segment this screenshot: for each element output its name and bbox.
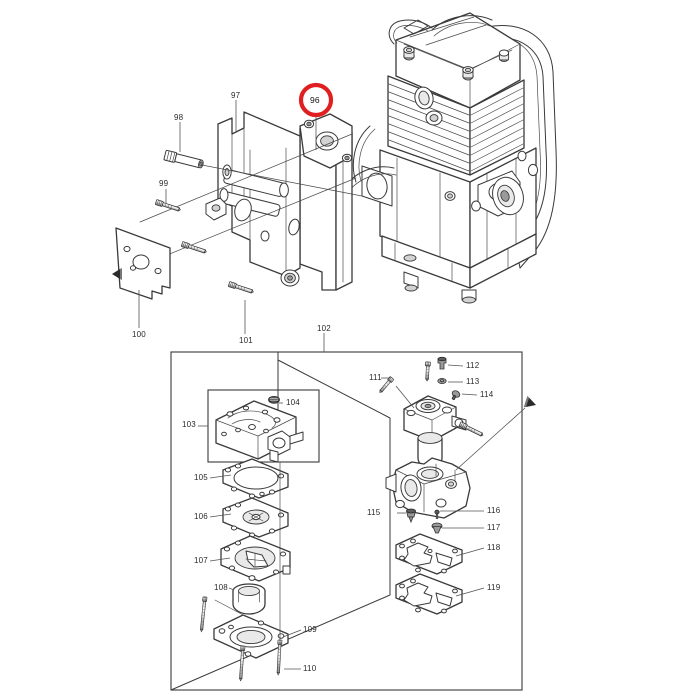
callout-label-108[interactable]: 108 bbox=[214, 583, 228, 592]
callout-label-102[interactable]: 102 bbox=[317, 324, 331, 333]
callout-label-117[interactable]: 117 bbox=[487, 523, 501, 532]
mount-plate-109 bbox=[213, 614, 289, 659]
callout-label-103[interactable]: 103 bbox=[182, 420, 196, 429]
intake-manifold-illustration bbox=[139, 111, 363, 291]
pump-body-107 bbox=[220, 535, 291, 582]
leader-lines bbox=[138, 100, 526, 670]
callout-label-118[interactable]: 118 bbox=[487, 543, 501, 552]
callout-label-112[interactable]: 112 bbox=[466, 361, 480, 370]
throttle-body bbox=[403, 395, 485, 469]
callout-label-109[interactable]: 109 bbox=[303, 625, 317, 634]
callout-label-114[interactable]: 114 bbox=[480, 390, 494, 399]
callout-label-119[interactable]: 119 bbox=[487, 583, 501, 592]
upper-hardware bbox=[112, 149, 255, 300]
carburetor-main-body bbox=[385, 457, 471, 519]
callout-label-98[interactable]: 98 bbox=[174, 113, 184, 122]
callout-label-106[interactable]: 106 bbox=[194, 512, 208, 521]
callout-label-107[interactable]: 107 bbox=[194, 556, 208, 565]
callout-label-110[interactable]: 110 bbox=[303, 664, 317, 673]
spacer-108 bbox=[232, 583, 266, 615]
diaphragm-106 bbox=[222, 497, 289, 538]
callout-label-101[interactable]: 101 bbox=[239, 336, 253, 345]
gasket-119 bbox=[395, 573, 463, 615]
callout-label-115[interactable]: 115 bbox=[367, 508, 381, 517]
callout-label-100[interactable]: 100 bbox=[132, 330, 146, 339]
gasket-118 bbox=[395, 533, 463, 575]
carburetor-left-stack bbox=[199, 389, 320, 682]
callout-label-105[interactable]: 105 bbox=[194, 473, 208, 482]
gasket-105 bbox=[222, 458, 289, 499]
highlight-ring-96 bbox=[298, 82, 334, 118]
callout-label-113[interactable]: 113 bbox=[466, 377, 480, 386]
callout-label-99[interactable]: 99 bbox=[159, 179, 169, 188]
callout-label-97[interactable]: 97 bbox=[231, 91, 241, 100]
callout-label-116[interactable]: 116 bbox=[487, 506, 501, 515]
engine-block-illustration bbox=[342, 12, 557, 304]
callout-label-111[interactable]: 111 bbox=[369, 373, 382, 382]
callout-label-104[interactable]: 104 bbox=[286, 398, 300, 407]
carburetor-right-stack bbox=[377, 356, 536, 615]
callout-label-96[interactable]: 96 bbox=[310, 95, 320, 105]
